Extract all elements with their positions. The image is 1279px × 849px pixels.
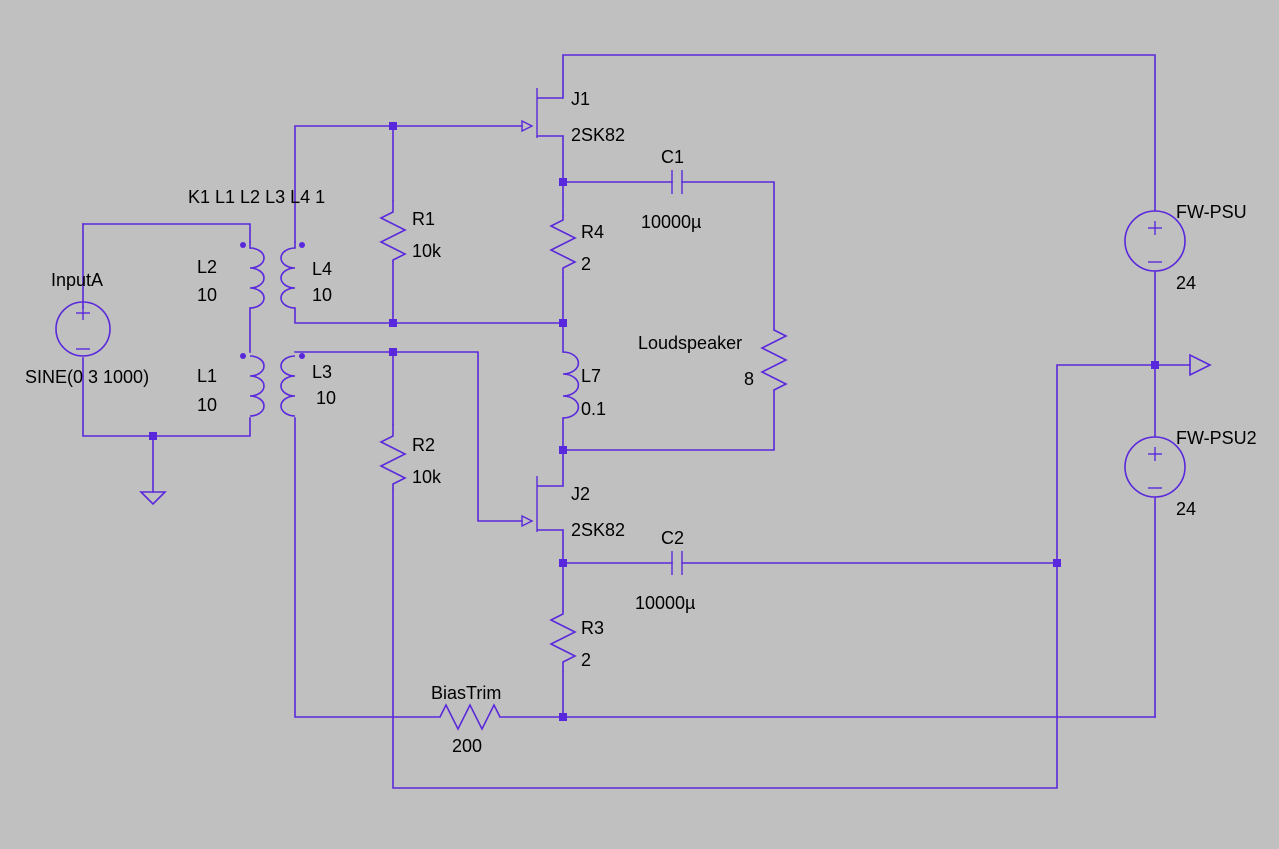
l4-name-label: L4: [312, 259, 332, 279]
l4-value-label: 10: [312, 285, 332, 305]
jfet-j2[interactable]: [521, 476, 563, 532]
l1-name-label: L1: [197, 366, 217, 386]
biastrim-name-label: BiasTrim: [431, 683, 501, 703]
psu1-name-label: FW-PSU: [1176, 202, 1247, 222]
r2-value-label: 10k: [412, 467, 442, 487]
psu2-symbol[interactable]: [1124, 436, 1186, 498]
inductor-l4[interactable]: [280, 241, 305, 309]
psu2-value-label: 24: [1176, 499, 1196, 519]
loudspeaker-value-label: 8: [744, 369, 754, 389]
c2-name-label: C2: [661, 528, 684, 548]
inductor-l1[interactable]: [240, 353, 265, 417]
l1-value-label: 10: [197, 395, 217, 415]
coupling-directive-label: K1 L1 L2 L3 L4 1: [188, 187, 325, 207]
output-flag-symbol: [1189, 353, 1212, 377]
ground-symbol: [139, 491, 167, 506]
l3-value-label: 10: [316, 388, 336, 408]
r2-name-label: R2: [412, 435, 435, 455]
resistor-r4[interactable]: [549, 215, 577, 278]
c2-value-label: 10000µ: [635, 593, 695, 613]
r1-name-label: R1: [412, 209, 435, 229]
j1-name-label: J1: [571, 89, 590, 109]
inductor-l2[interactable]: [240, 241, 265, 309]
resistor-biastrim[interactable]: [439, 703, 501, 731]
resistor-r2[interactable]: [379, 424, 407, 490]
r4-name-label: R4: [581, 222, 604, 242]
psu2-name-label: FW-PSU2: [1176, 428, 1257, 448]
component-labels: J1 2SK82 J2 2SK82 C1 10000µ C2 10000µ R1…: [25, 89, 1257, 756]
biastrim-value-label: 200: [452, 736, 482, 756]
l3-name-label: L3: [312, 362, 332, 382]
resistor-r3[interactable]: [549, 610, 577, 672]
c1-name-label: C1: [661, 147, 684, 167]
r3-name-label: R3: [581, 618, 604, 638]
r3-value-label: 2: [581, 650, 591, 670]
j1-model-label: 2SK82: [571, 125, 625, 145]
junction-dots: [149, 122, 1159, 721]
l2-name-label: L2: [197, 257, 217, 277]
psu1-symbol[interactable]: [1124, 210, 1186, 272]
inductor-l3[interactable]: [280, 353, 305, 417]
capacitor-c2[interactable]: [671, 551, 683, 575]
j2-name-label: J2: [571, 484, 590, 504]
l7-value-label: 0.1: [581, 399, 606, 419]
psu1-value-label: 24: [1176, 273, 1196, 293]
l7-name-label: L7: [581, 366, 601, 386]
j2-model-label: 2SK82: [571, 520, 625, 540]
capacitor-c1[interactable]: [671, 170, 683, 194]
input-name-label: InputA: [51, 270, 103, 290]
l2-value-label: 10: [197, 285, 217, 305]
loudspeaker-name-label: Loudspeaker: [638, 333, 742, 353]
wires: [82, 54, 1191, 789]
jfet-j1[interactable]: [521, 88, 563, 138]
r1-value-label: 10k: [412, 241, 442, 261]
c1-value-label: 10000µ: [641, 212, 701, 232]
input-value-label: SINE(0 3 1000): [25, 367, 149, 387]
r4-value-label: 2: [581, 254, 591, 274]
input-source-symbol[interactable]: [55, 301, 111, 357]
inductor-l7[interactable]: [562, 351, 580, 419]
resistor-loudspeaker[interactable]: [760, 329, 788, 391]
resistor-r1[interactable]: [379, 200, 407, 262]
